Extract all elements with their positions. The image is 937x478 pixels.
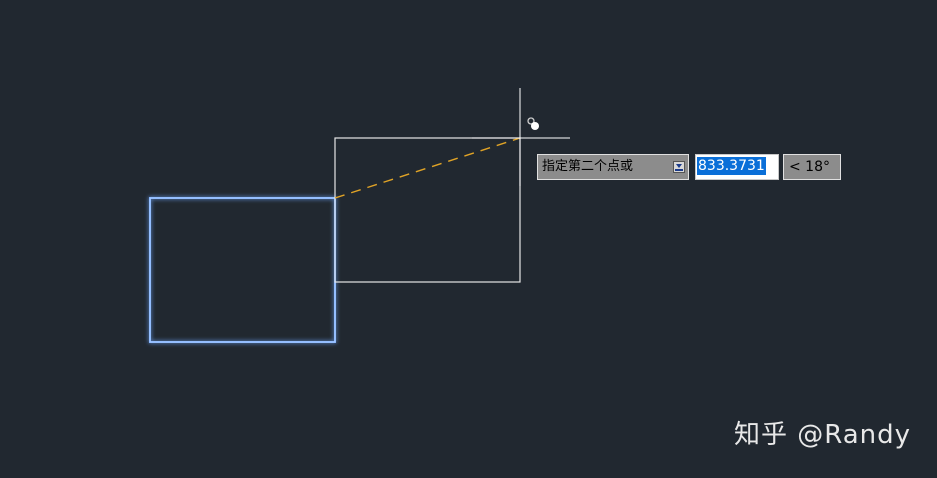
preview-rectangle (334, 137, 521, 283)
dropdown-arrow-icon[interactable] (673, 161, 685, 173)
selected-rectangle[interactable] (149, 197, 336, 343)
crosshair-cursor (472, 88, 570, 186)
command-prompt-text: 指定第二个点或 (542, 159, 634, 174)
length-value: 833.3731 (697, 157, 766, 175)
length-input[interactable]: 833.3731 (695, 154, 779, 180)
watermark: 知乎 @Randy (733, 420, 911, 450)
tracking-line (334, 137, 521, 199)
command-prompt[interactable]: 指定第二个点或 (537, 154, 689, 180)
selected-rectangle-inner (149, 197, 336, 343)
angle-display[interactable]: < 18° (783, 154, 841, 180)
snap-marker-icon (527, 117, 539, 130)
